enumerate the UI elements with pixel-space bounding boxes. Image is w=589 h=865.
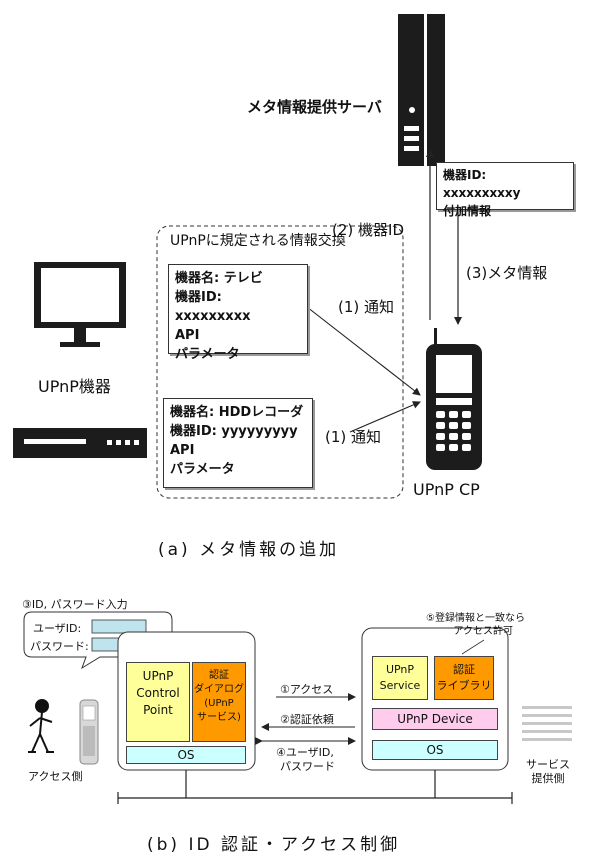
password-label: パスワード:	[30, 640, 89, 653]
recorder-info-note: 機器名: HDDレコーダ 機器ID: yyyyyyyyy API パラメータ	[163, 398, 313, 488]
control-point-line1: UPnP	[142, 669, 174, 683]
control-point-line3: Point	[143, 703, 173, 717]
upnp-service-box: UPnP Service	[372, 656, 428, 700]
tv-info-note: 機器名: テレビ 機器ID: xxxxxxxxx API パラメータ	[168, 264, 308, 362]
recorder-note-api: API	[170, 443, 195, 458]
exchange-region-title: UPnPに規定される情報交換	[170, 233, 346, 249]
label-meta-info: (3)メタ情報	[466, 264, 548, 282]
auth-library-line1: 認証	[453, 663, 475, 676]
user-id-input	[91, 619, 147, 634]
upnp-service-line2: Service	[379, 679, 421, 692]
auth-dialog-line1: 認証	[209, 670, 229, 681]
registration-note: ⑤登録情報と一致なら アクセス許可	[426, 612, 525, 638]
auth-dialog-line2: ダイアログ	[194, 684, 244, 695]
access-side-label: アクセス側	[28, 770, 83, 783]
caption-b: (b) ID 認証・アクセス制御	[147, 835, 401, 855]
registration-note-line1: ⑤登録情報と一致なら	[426, 613, 525, 624]
phone-icon	[426, 328, 482, 470]
handset-icon	[79, 699, 99, 765]
tv-note-api: API	[175, 328, 200, 343]
recorder-note-name: 機器名: HDDレコーダ	[170, 405, 304, 420]
exchange-region	[156, 225, 404, 499]
tv-icon	[34, 262, 126, 347]
recorder-note-params: パラメータ	[170, 462, 235, 477]
label-device-id: (2) 機器ID	[332, 221, 404, 239]
recorder-note-device-id: 機器ID: yyyyyyyyy	[170, 424, 298, 439]
arrow-notify-recorder	[349, 401, 421, 433]
auth-dialog-line4: サービス)	[197, 712, 241, 723]
registration-note-line2: アクセス許可	[453, 626, 513, 637]
auth-dialog-box: 認証 ダイアログ (UPnP サービス)	[192, 662, 246, 742]
label-step-access: ①アクセス	[280, 683, 334, 696]
provider-side-label: サービス 提供側	[526, 758, 570, 786]
label-step-credentials: ④ユーザID, パスワード	[276, 746, 335, 774]
meta-info-note: 機器ID: xxxxxxxxxy 付加情報	[436, 162, 574, 218]
user-id-label: ユーザID:	[33, 622, 82, 635]
tv-note-device-id: 機器ID: xxxxxxxxx	[175, 290, 251, 324]
person-icon	[28, 699, 54, 753]
step-credentials-line1: ④ユーザID,	[276, 746, 334, 759]
provider-side-line2: 提供側	[531, 772, 565, 785]
label-notify-tv: (1) 通知	[338, 298, 395, 316]
label-notify-recorder: (1) 通知	[325, 428, 382, 446]
server-label: メタ情報提供サーバ	[247, 98, 382, 116]
upnp-service-line1: UPnP	[385, 663, 415, 676]
upnp-cp-label: UPnP CP	[413, 480, 480, 499]
hdd-recorder-icon	[13, 428, 147, 458]
tv-note-name: 機器名: テレビ	[175, 271, 263, 286]
id-password-input-label: ③ID, パスワード入力	[22, 598, 128, 611]
server-icon	[398, 14, 445, 166]
auth-library-box: 認証 ライブラリ	[434, 656, 494, 700]
meta-note-device-id: 機器ID: xxxxxxxxxy	[443, 168, 521, 200]
caption-a: (a) メタ情報の追加	[158, 540, 340, 560]
meta-note-extra-info: 付加情報	[443, 204, 492, 218]
control-point-box: UPnP Control Point	[126, 662, 190, 742]
tv-note-params: パラメータ	[175, 347, 240, 362]
step-credentials-line2: パスワード	[280, 760, 335, 773]
client-os-box: OS	[126, 746, 246, 764]
arrow-notify-tv	[306, 306, 421, 396]
auth-library-line2: ライブラリ	[436, 679, 492, 692]
upnp-device-label: UPnP機器	[38, 377, 111, 396]
label-step-auth-request: ②認証依頼	[280, 713, 334, 726]
upnp-device-box: UPnP Device	[372, 708, 498, 730]
provider-side-line1: サービス	[526, 758, 570, 771]
auth-dialog-line3: (UPnP	[204, 698, 234, 709]
rack-server-icon	[522, 706, 572, 741]
server-os-box: OS	[372, 740, 498, 760]
control-point-line2: Control	[136, 686, 180, 700]
